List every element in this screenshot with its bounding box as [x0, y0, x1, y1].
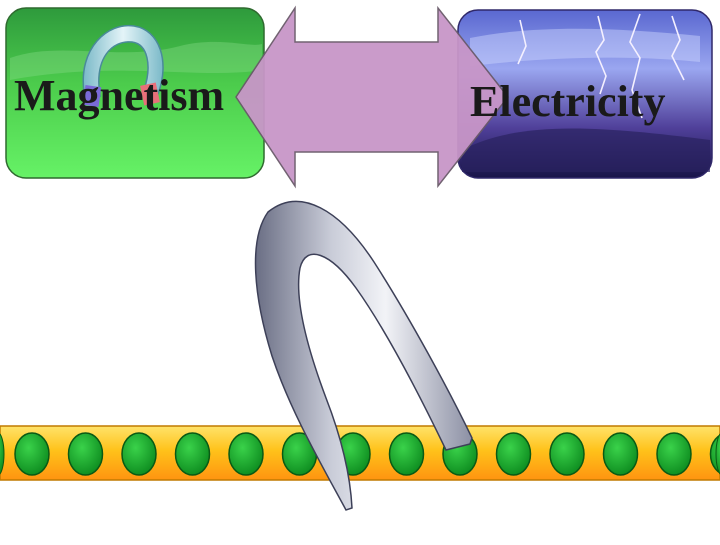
charge-particle	[497, 433, 531, 475]
charge-particle	[229, 433, 263, 475]
charge-particle	[657, 433, 691, 475]
charge-particle	[390, 433, 424, 475]
charge-particle	[176, 433, 210, 475]
magnetism-label: Magnetism	[14, 70, 224, 121]
conductor-wire	[0, 426, 720, 480]
charge-particle	[15, 433, 49, 475]
electricity-label: Electricity	[470, 76, 665, 127]
charge-particle	[122, 433, 156, 475]
charge-particle	[604, 433, 638, 475]
charge-particle	[69, 433, 103, 475]
charge-particle	[550, 433, 584, 475]
